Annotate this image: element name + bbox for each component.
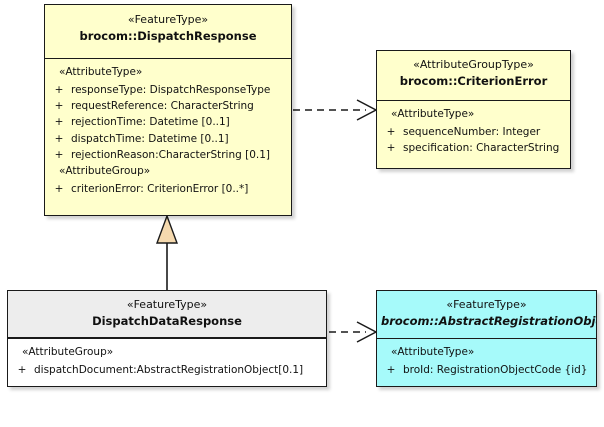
visibility-marker: + xyxy=(54,182,64,195)
visibility-marker: + xyxy=(54,148,64,161)
dependency-dispatchdataresponse-to-abstractregistrationobject xyxy=(329,321,378,343)
attribute-text: rejectionTime: Datetime [0..1] xyxy=(71,116,230,129)
class-attributes-compartment: «AttributeType» + responseType: DispatchR… xyxy=(45,59,291,201)
attribute-row: + dispatchDocument:AbstractRegistrationOb… xyxy=(10,362,324,378)
class-name: brocom::AbstractRegistrationObject xyxy=(381,313,597,328)
open-arrowhead-icon xyxy=(356,321,378,343)
class-box-criterion-error[interactable]: «AttributeGroupType» brocom::CriterionEr… xyxy=(376,50,571,169)
visibility-marker: + xyxy=(54,83,64,96)
visibility-marker: + xyxy=(386,363,396,376)
class-name: brocom::CriterionError xyxy=(399,73,548,88)
generalization-dispatchdataresponse-to-dispatchresponse xyxy=(155,213,179,290)
class-box-dispatch-response[interactable]: «FeatureType» brocom::DispatchResponse «… xyxy=(44,4,292,216)
class-header: «AttributeGroupType» brocom::CriterionEr… xyxy=(377,51,570,101)
class-stereotype: «FeatureType» xyxy=(127,13,209,26)
attribute-row: + responseType: DispatchResponseType xyxy=(47,82,289,98)
class-name: DispatchDataResponse xyxy=(92,313,242,328)
class-attributes-compartment: «AttributeType» + sequenceNumber: Integer… xyxy=(377,101,570,160)
attribute-row: + dispatchTime: Datetime [0..1] xyxy=(47,131,289,147)
attribute-row: + sequenceNumber: Integer xyxy=(379,124,568,140)
attribute-text: sequenceNumber: Integer xyxy=(403,125,541,138)
visibility-marker: + xyxy=(54,100,64,113)
attribute-text: dispatchTime: Datetime [0..1] xyxy=(71,132,229,145)
visibility-marker: + xyxy=(54,116,64,129)
attribute-group-label: «AttributeType» xyxy=(391,346,475,358)
class-stereotype: «FeatureType» xyxy=(446,298,527,311)
attribute-row: + specification: CharacterString xyxy=(379,140,568,156)
visibility-marker: + xyxy=(386,125,396,138)
visibility-marker: + xyxy=(386,142,396,155)
attribute-row: + broId: RegistrationObjectCode {id} xyxy=(379,362,594,378)
open-arrowhead-icon xyxy=(356,99,378,121)
attribute-text: broId: RegistrationObjectCode {id} xyxy=(403,363,588,376)
dependency-dispatchresponse-to-criterionerror xyxy=(293,99,378,121)
attribute-group-label: «AttributeGroup» xyxy=(59,165,151,178)
attribute-group-label: «AttributeType» xyxy=(59,66,143,78)
attribute-text: rejectionReason:CharacterString [0.1] xyxy=(71,148,271,161)
class-stereotype: «FeatureType» xyxy=(126,298,208,311)
attribute-group-label: «AttributeGroup» xyxy=(22,346,114,358)
class-attributes-compartment: «AttributeType» + broId: RegistrationObje… xyxy=(377,339,596,382)
class-box-abstract-registration-object[interactable]: «FeatureType» brocom::AbstractRegistrati… xyxy=(376,290,597,387)
class-header: «FeatureType» brocom::AbstractRegistrati… xyxy=(377,291,596,339)
attribute-row: + rejectionReason:CharacterString [0.1] xyxy=(47,147,289,163)
class-box-dispatch-data-response[interactable]: «FeatureType» DispatchDataResponse «Attr… xyxy=(7,290,327,387)
attribute-text: responseType: DispatchResponseType xyxy=(71,83,271,96)
visibility-marker: + xyxy=(54,132,64,145)
attribute-row: + rejectionTime: Datetime [0..1] xyxy=(47,114,289,130)
class-stereotype: «AttributeGroupType» xyxy=(413,58,534,71)
attribute-group-label: «AttributeType» xyxy=(391,108,475,120)
class-header: «FeatureType» DispatchDataResponse xyxy=(8,291,326,339)
generalization-triangle-icon xyxy=(155,213,179,244)
class-header: «FeatureType» brocom::DispatchResponse xyxy=(45,5,291,59)
attribute-text: requestReference: CharacterString xyxy=(71,100,254,113)
attribute-row: + criterionError: CriterionError [0..*] xyxy=(47,181,289,197)
class-attributes-compartment: «AttributeGroup» + dispatchDocument:Abstr… xyxy=(8,339,326,382)
attribute-row: + requestReference: CharacterString xyxy=(47,98,289,114)
attribute-text: dispatchDocument:AbstractRegistrationObj… xyxy=(34,363,304,376)
visibility-marker: + xyxy=(17,363,27,376)
attribute-text: criterionError: CriterionError [0..*] xyxy=(71,182,249,195)
attribute-text: specification: CharacterString xyxy=(403,142,560,155)
class-name: brocom::DispatchResponse xyxy=(79,28,257,43)
